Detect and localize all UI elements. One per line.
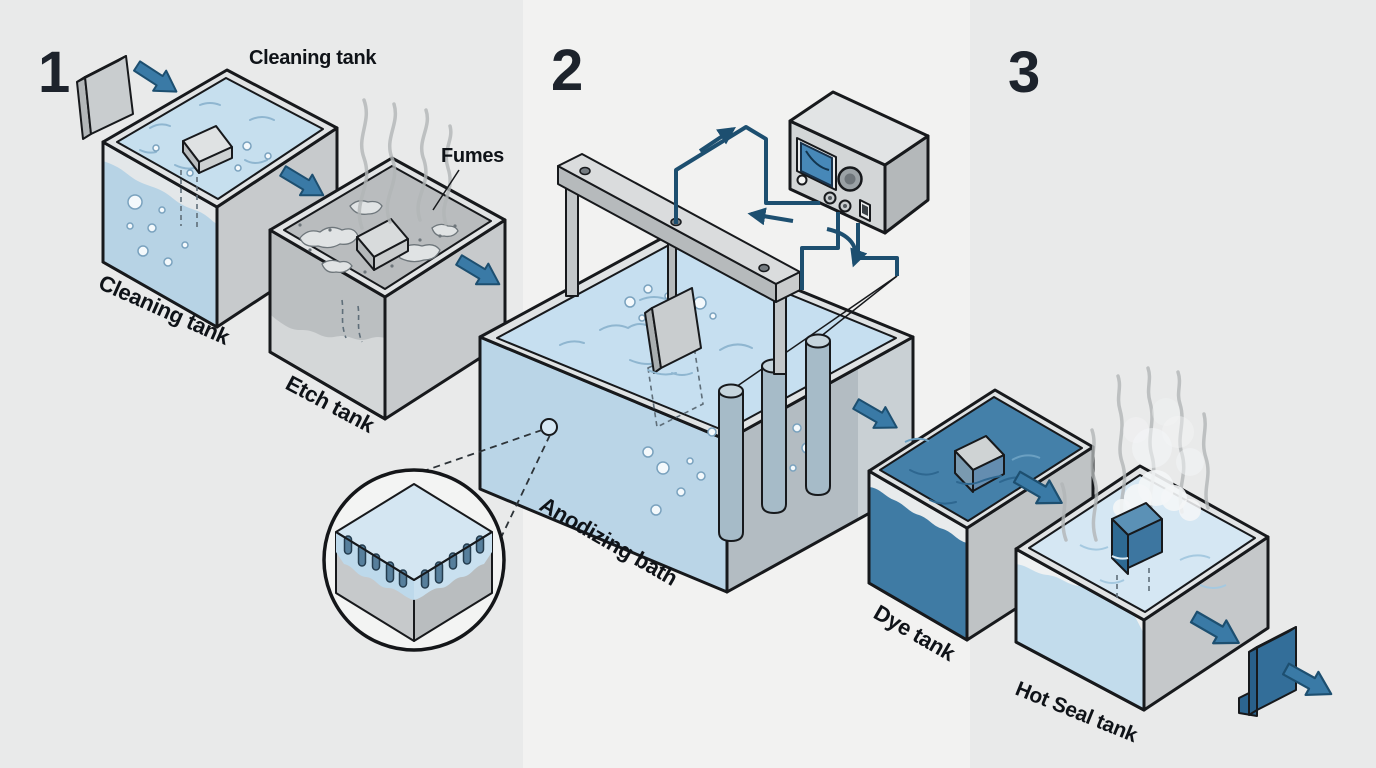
flow-arrow-icon [455, 254, 501, 286]
anodized-layer-cube [335, 483, 493, 642]
hot-seal-steam-wisps [1060, 366, 1210, 542]
step-1-number: 1 [38, 40, 70, 105]
part-in-dye-tank [954, 435, 1005, 493]
fumes-pointer-line [432, 169, 460, 211]
current-direction-arrow [747, 207, 794, 226]
pore-columns [343, 535, 485, 589]
power-supply [788, 90, 930, 235]
step-3-group: 3 Dye tank [867, 40, 1333, 747]
pore-detail-magnifier [322, 429, 551, 652]
etch-tank [268, 156, 507, 421]
step-2-number: 2 [551, 38, 583, 103]
finished-part [1238, 626, 1297, 717]
cathode-electrodes [718, 333, 831, 542]
detail-origin-circle [540, 418, 558, 436]
knob-center [844, 173, 856, 185]
flow-arrow-icon [1189, 610, 1240, 645]
cleaning-tank-title: Cleaning tank [249, 47, 377, 69]
flow-arrow-icon [133, 60, 178, 93]
part-in-cleaning-tank [180, 125, 233, 231]
part-in-etch-tank [356, 218, 409, 271]
current-direction-arrow [826, 227, 868, 268]
flow-arrow-icon [1012, 470, 1063, 505]
flow-arrow-icon [852, 398, 898, 429]
electrode-feed-lines [732, 275, 898, 390]
anodizing-bath-tank [478, 153, 915, 594]
etch-foam [298, 200, 459, 274]
dye-tank [867, 388, 1095, 642]
rivet [758, 263, 770, 273]
fumes-label: Fumes [441, 145, 504, 167]
meter-needle [805, 150, 830, 171]
cleaning-wall-bubbles [126, 194, 189, 267]
part-in-hot-seal-tank [1111, 502, 1163, 600]
etch-specks [298, 223, 457, 274]
fume-wisps [357, 98, 453, 230]
current-direction-arrow [698, 127, 736, 153]
circuit-wires [674, 125, 899, 290]
flow-arrow-icon [1281, 662, 1333, 697]
step-2-group: 2 [478, 38, 930, 594]
hot-seal-surface-ripples [1079, 544, 1227, 589]
flow-arrow-icon [279, 165, 325, 197]
busbar-rail [557, 153, 801, 375]
step-3-number: 3 [1008, 40, 1040, 105]
indicator-light [796, 174, 808, 186]
steam-clouds [1113, 398, 1204, 521]
raw-part [76, 55, 134, 140]
rivet [579, 166, 591, 176]
workpiece-in-bath [644, 225, 704, 429]
